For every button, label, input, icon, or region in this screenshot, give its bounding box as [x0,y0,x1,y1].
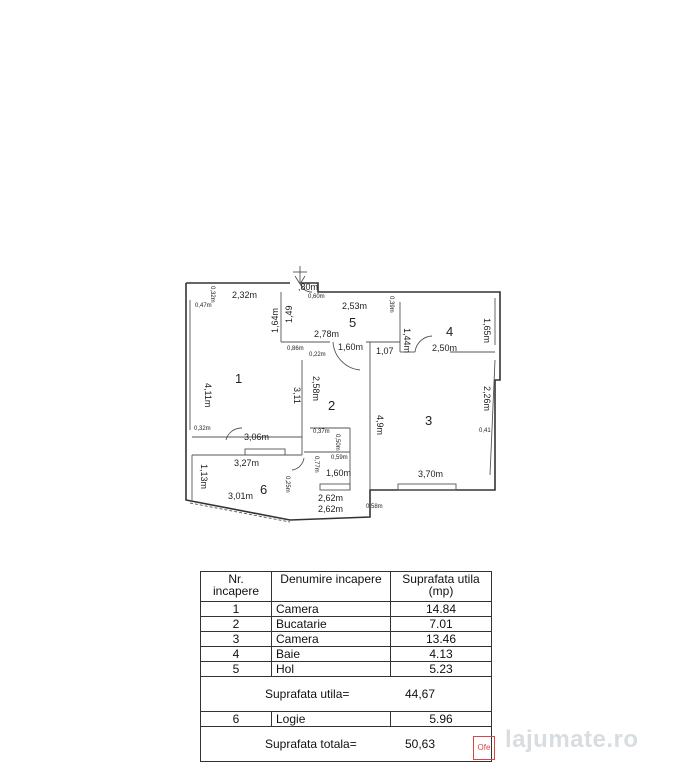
row-area: 4.13 [390,646,492,662]
svg-text:4,11m: 4,11m [203,383,213,407]
row-area: 7.01 [390,616,492,632]
svg-text:2,62m: 2,62m [318,504,343,514]
svg-text:3,01m: 3,01m [228,491,253,501]
header-nr: Nr. incapere [200,571,272,602]
svg-text:0,22m: 0,22m [309,352,326,358]
room-3-label: 3 [425,413,432,428]
total-area-value: 50,63 [404,737,435,751]
svg-text:0,59m: 0,59m [331,455,348,461]
svg-text:2,62m: 2,62m [318,493,343,503]
svg-text:0,58m: 0,58m [366,504,383,510]
svg-text:1,60m: 1,60m [338,342,363,352]
svg-text:0,25m: 0,25m [284,476,290,493]
walls [185,266,501,523]
table-row: 4 Baie 4.13 [200,646,492,662]
svg-text:1,13m: 1,13m [199,464,209,489]
table-row: 3 Camera 13.46 [200,631,492,647]
room-2-label: 2 [328,398,335,413]
stamp: Ofe [473,736,495,760]
row-nr: 3 [200,631,272,647]
svg-text:0,60m: 0,60m [308,294,325,300]
useful-area-value: 44,67 [404,687,435,701]
svg-text:0,77m: 0,77m [313,456,319,473]
useful-area-label: Suprafata utila= [265,687,350,701]
header-area: Suprafata utila (mp) [390,571,492,602]
svg-text:0,86m: 0,86m [287,346,304,352]
svg-text:2,32m: 2,32m [232,290,257,300]
svg-text:1,44m: 1,44m [402,328,412,353]
total-area-row: Suprafata totala= 50,63 [200,726,492,762]
svg-text:0,47m: 0,47m [195,303,212,309]
row-area: 14.84 [390,601,492,617]
row-area: 13.46 [390,631,492,647]
svg-text:3,70m: 3,70m [418,469,443,479]
svg-text:3,06m: 3,06m [244,432,269,442]
dimension-labels: 2,32m 2,53m ,80m 1,49 1,64m 2,78m 1,60m … [199,282,492,514]
row-name: Bucatarie [271,616,391,632]
svg-text:2,53m: 2,53m [342,301,367,311]
svg-text:2,26m: 2,26m [482,386,492,411]
row-nr: 6 [200,711,272,727]
segment-labels: 0,47m 0,32m 0,86m 0,22m 0,37m 0,50m 0,59… [194,286,491,510]
room-4-label: 4 [446,324,453,339]
svg-text:3,27m: 3,27m [234,458,259,468]
svg-text:,80m: ,80m [298,282,318,292]
row-nr: 5 [200,661,272,677]
loggia-row: 6 Logie 5.96 [200,711,492,727]
svg-text:0,32m: 0,32m [209,286,215,303]
row-name: Camera [271,631,391,647]
row-nr: 2 [200,616,272,632]
area-table: Nr. incapere Denumire incapere Suprafata… [200,571,492,762]
svg-text:2,50m: 2,50m [432,343,457,353]
svg-text:1,49: 1,49 [284,305,294,323]
row-name: Logie [271,711,391,727]
room-5-label: 5 [349,315,356,330]
svg-text:1,60m: 1,60m [326,468,351,478]
row-name: Hol [271,661,391,677]
table-row: 5 Hol 5.23 [200,661,492,677]
row-name: Camera [271,601,391,617]
row-nr: 1 [200,601,272,617]
svg-text:1,64m: 1,64m [270,308,280,333]
row-area: 5.96 [390,711,492,727]
svg-text:0,37m: 0,37m [313,429,330,435]
table-row: 2 Bucatarie 7.01 [200,616,492,632]
svg-text:0,41: 0,41 [479,428,491,434]
svg-text:0,50m: 0,50m [334,434,340,451]
header-name: Denumire incapere [271,571,391,602]
table-row: 1 Camera 14.84 [200,601,492,617]
room-6-label: 6 [260,482,267,497]
svg-text:2,78m: 2,78m [314,329,339,339]
row-nr: 4 [200,646,272,662]
svg-text:1,07: 1,07 [376,346,394,356]
total-area-label: Suprafata totala= [265,737,357,751]
room-1-label: 1 [235,371,242,386]
useful-area-row: Suprafata utila= 44,67 [200,676,492,712]
floor-plan: 1 2 3 4 5 6 2,32m 2,53m ,80m 1,49 1,64m … [185,266,501,523]
row-area: 5.23 [390,661,492,677]
watermark: lajumate.ro [505,726,639,753]
svg-text:4,9m: 4,9m [375,415,385,435]
row-name: Baie [271,646,391,662]
svg-text:1,65m: 1,65m [482,318,492,343]
svg-text:0,39m: 0,39m [388,296,394,313]
svg-text:0,32m: 0,32m [194,426,211,432]
svg-text:3,11: 3,11 [292,387,302,404]
svg-text:2,58m: 2,58m [311,376,321,401]
